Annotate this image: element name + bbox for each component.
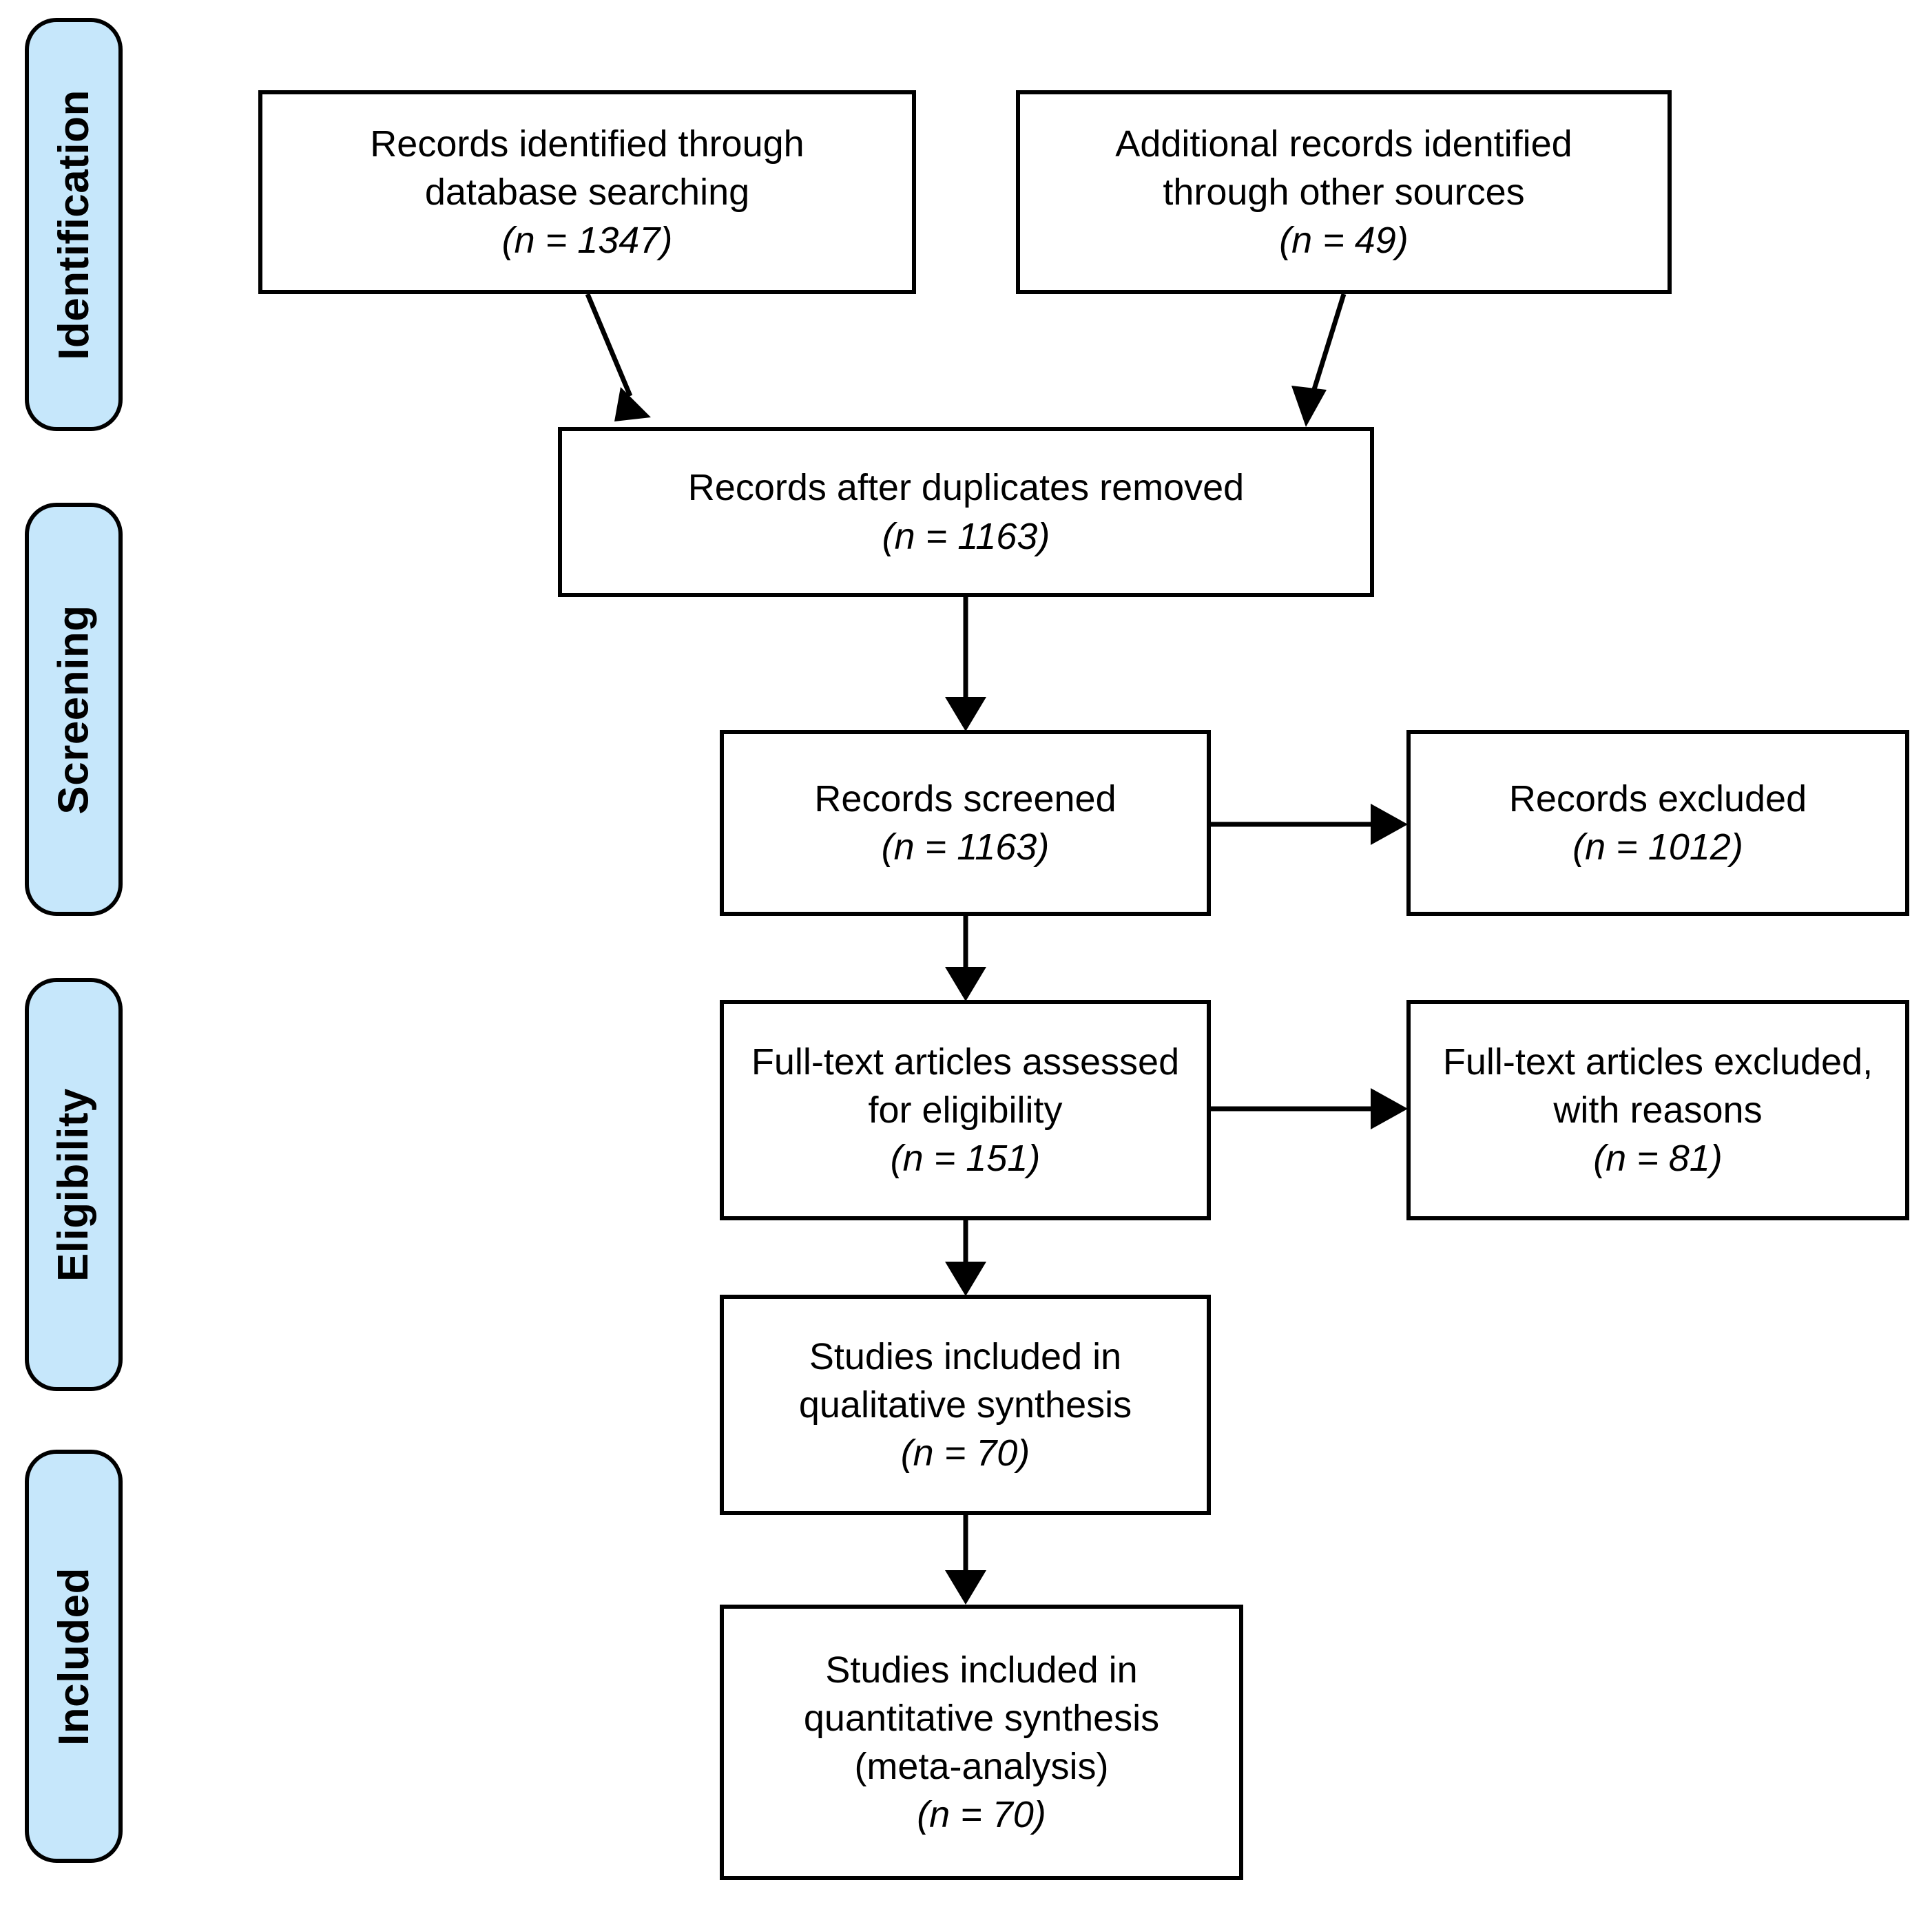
- edge-qualitative-to-quantitative: [945, 1515, 986, 1605]
- box-records-after-duplicates-removed: Records after duplicates removed (n = 11…: [558, 427, 1374, 597]
- box-count-records-excluded: (n = 1012): [1572, 826, 1743, 868]
- edge-fulltext-to-fulltext-excluded: [1211, 1088, 1408, 1129]
- stage-label-eligibility: Eligibility: [50, 1087, 98, 1282]
- edge-screened-to-fulltext: [945, 916, 986, 1001]
- box-fulltext-excluded-with-reasons: Full-text articles excluded, with reason…: [1406, 1000, 1909, 1220]
- box-label-records-after-duplicates-removed: Records after duplicates removed: [687, 467, 1245, 509]
- edge-screened-to-excluded: [1211, 804, 1408, 845]
- box-label-studies-qualitative-synthesis: Studies included in qualitative synthesi…: [798, 1335, 1132, 1426]
- box-label-records-identified-database: Records identified through database sear…: [370, 123, 804, 213]
- edge-other-sources-to-duplicates: [1291, 293, 1347, 427]
- box-records-identified-database: Records identified through database sear…: [258, 90, 916, 294]
- box-studies-qualitative-synthesis: Studies included in qualitative synthesi…: [720, 1295, 1211, 1515]
- box-text-wrapper: Records screened (n = 1163): [814, 775, 1116, 871]
- box-count-additional-records-other-sources: (n = 49): [1279, 220, 1409, 262]
- box-records-screened: Records screened (n = 1163): [720, 730, 1211, 916]
- edge-database-search-to-duplicates: [585, 293, 651, 421]
- box-text-wrapper: Additional records identified through ot…: [1115, 120, 1572, 265]
- edge-fulltext-to-qualitative: [945, 1220, 986, 1296]
- box-fulltext-assessed-eligibility: Full-text articles assessed for eligibil…: [720, 1000, 1211, 1220]
- stage-pill-identification: Identification: [25, 18, 123, 431]
- box-text-wrapper: Studies included in quantitative synthes…: [804, 1646, 1159, 1839]
- stage-label-screening: Screening: [50, 604, 98, 815]
- stage-pill-screening: Screening: [25, 503, 123, 916]
- box-label-records-screened: Records screened: [814, 778, 1116, 820]
- stage-pill-eligibility: Eligibility: [25, 978, 123, 1391]
- stage-label-included: Included: [50, 1567, 98, 1746]
- box-count-studies-qualitative-synthesis: (n = 70): [900, 1432, 1030, 1474]
- box-label-fulltext-excluded-with-reasons: Full-text articles excluded, with reason…: [1442, 1041, 1873, 1131]
- box-studies-quantitative-synthesis: Studies included in quantitative synthes…: [720, 1605, 1243, 1880]
- box-count-records-after-duplicates-removed: (n = 1163): [882, 515, 1050, 557]
- box-count-fulltext-excluded-with-reasons: (n = 81): [1593, 1138, 1723, 1180]
- box-count-fulltext-assessed-eligibility: (n = 151): [890, 1138, 1041, 1180]
- box-additional-records-other-sources: Additional records identified through ot…: [1016, 90, 1672, 294]
- box-text-wrapper: Records identified through database sear…: [370, 120, 804, 265]
- box-text-wrapper: Full-text articles excluded, with reason…: [1443, 1038, 1873, 1183]
- box-count-records-screened: (n = 1163): [881, 826, 1050, 868]
- box-text-wrapper: Records excluded (n = 1012): [1509, 775, 1807, 871]
- box-label-records-excluded: Records excluded: [1508, 778, 1807, 820]
- box-label-additional-records-other-sources: Additional records identified through ot…: [1115, 123, 1572, 213]
- box-text-wrapper: Studies included in qualitative synthesi…: [799, 1333, 1132, 1478]
- box-label-studies-quantitative-synthesis: Studies included in quantitative synthes…: [803, 1649, 1160, 1787]
- stage-label-identification: Identification: [50, 89, 98, 360]
- edge-duplicates-to-screened: [945, 597, 986, 731]
- box-text-wrapper: Records after duplicates removed (n = 11…: [688, 463, 1244, 560]
- box-records-excluded: Records excluded (n = 1012): [1406, 730, 1909, 916]
- box-label-fulltext-assessed-eligibility: Full-text articles assessed for eligibil…: [751, 1041, 1180, 1131]
- stage-pill-included: Included: [25, 1450, 123, 1863]
- box-text-wrapper: Full-text articles assessed for eligibil…: [751, 1038, 1179, 1183]
- box-count-studies-quantitative-synthesis: (n = 70): [917, 1794, 1046, 1836]
- box-count-records-identified-database: (n = 1347): [501, 220, 673, 262]
